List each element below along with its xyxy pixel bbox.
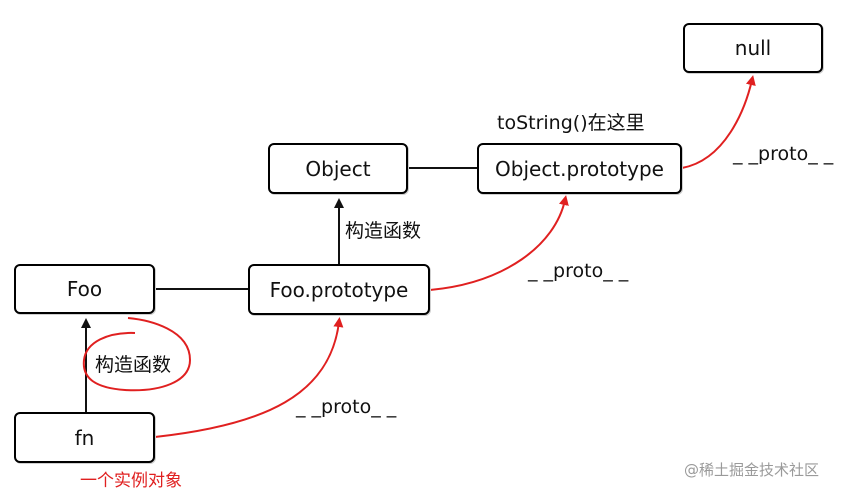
watermark: @稀土掘金技术社区 [684, 461, 820, 479]
highlight-circle [82, 317, 192, 392]
node-foo-prototype: Foo.prototype [248, 264, 430, 315]
proto-arrow-fn-fooproto [154, 317, 344, 438]
proto-label-bottom: _ _proto_ _ [296, 396, 397, 418]
proto-label-top: _ _proto_ _ [733, 143, 834, 165]
tostring-note: toString()在这里 [497, 112, 645, 134]
instance-note: 一个实例对象 [80, 471, 182, 491]
constructor-label-middle: 构造函数 [345, 220, 422, 242]
node-object-prototype: Object.prototype [477, 143, 682, 194]
node-null: null [683, 23, 823, 73]
node-object: Object [268, 143, 408, 194]
node-fn: fn [14, 412, 155, 463]
proto-arrow-objproto-null [681, 75, 756, 169]
node-foo: Foo [14, 264, 155, 314]
constructor-label-left: 构造函数 [95, 354, 172, 376]
proto-label-middle: _ _proto_ _ [528, 260, 629, 282]
proto-arrow-fooproto-objproto [429, 195, 569, 291]
